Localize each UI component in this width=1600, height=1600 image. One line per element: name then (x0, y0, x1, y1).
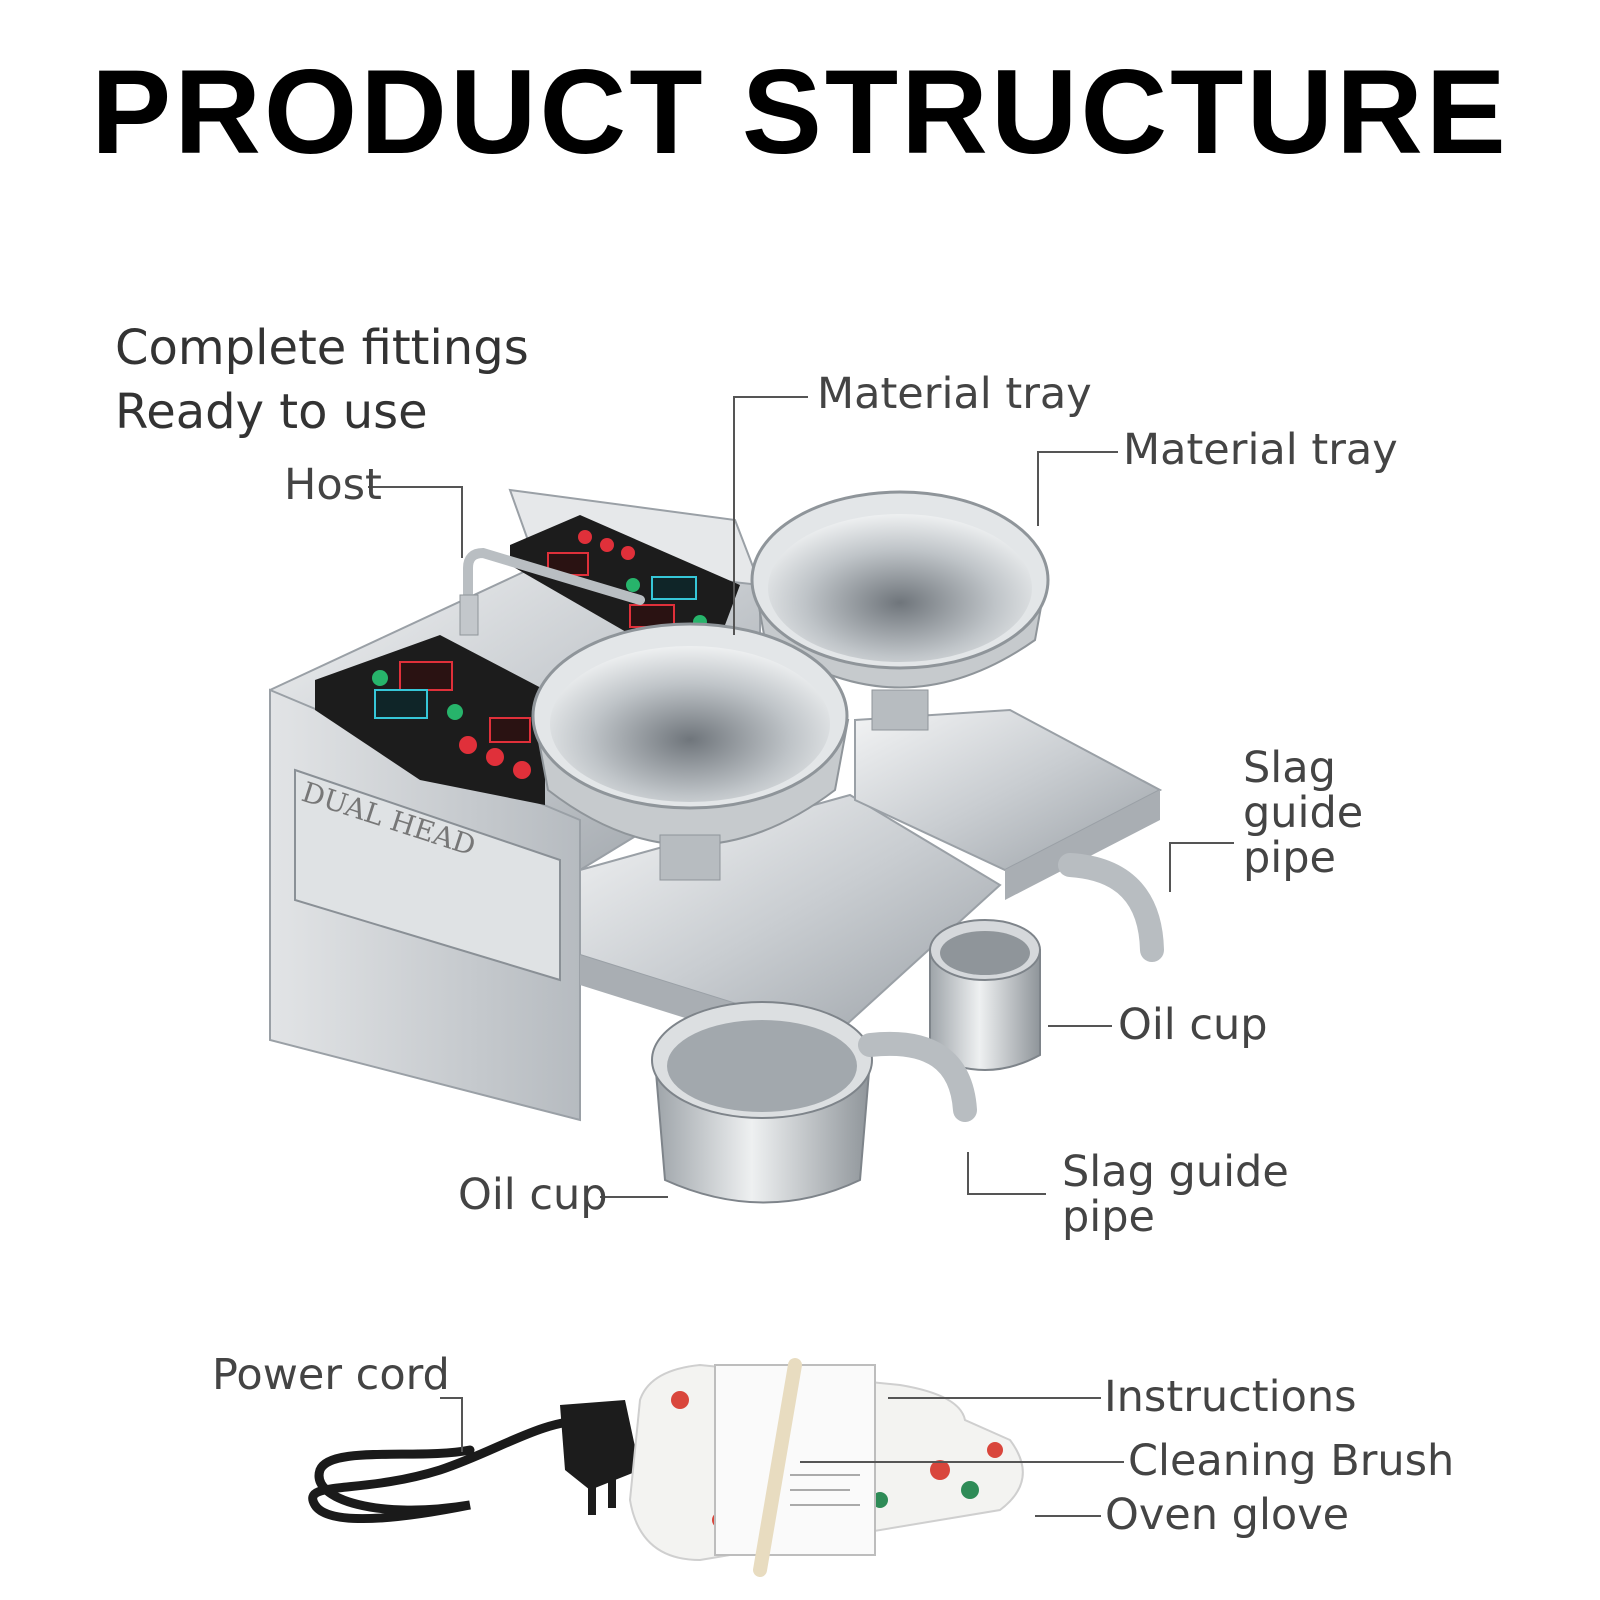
label-power-cord: Power cord (212, 1350, 450, 1400)
power-cord (308, 1400, 640, 1524)
slag-guide-pipe-front (858, 1031, 977, 1122)
label-slag-guide-pipe-right-line-3: pipe (1243, 833, 1336, 884)
label-slag-guide-pipe-right-line-1: Slag (1243, 743, 1336, 793)
material-tray-back (750, 490, 1050, 731)
intro-line-2: Ready to use (115, 384, 428, 440)
label-slag-guide-pipe-bottom: Slag guide pipe (1062, 1147, 1289, 1243)
label-slag-guide-pipe-right-line-2: guide (1243, 788, 1364, 839)
oil-cup-back (929, 919, 1041, 1071)
cleaning-brush (753, 1358, 802, 1577)
label-slag-guide-pipe-right: Slag guide pipe (1243, 743, 1364, 884)
label-oven-glove: Oven glove (1105, 1490, 1350, 1540)
leader-lines (368, 396, 1234, 1517)
label-instructions: Instructions (1104, 1372, 1357, 1422)
host-pipe (463, 547, 645, 635)
intro-line-1: Complete fittings (115, 320, 529, 376)
label-host: Host (284, 460, 382, 510)
press-platform-back (854, 708, 1163, 900)
label-slag-guide-pipe-bottom-line-1: Slag guide (1062, 1147, 1289, 1197)
label-oil-cup-right: Oil cup (1118, 1000, 1268, 1050)
intro-text: Complete fittings Ready to use (115, 316, 529, 444)
slag-guide-pipe-back (1058, 853, 1164, 962)
control-panel-front (315, 635, 545, 805)
label-material-tray-front: Material tray (817, 369, 1092, 419)
label-cleaning-brush: Cleaning Brush (1128, 1436, 1455, 1486)
page-title: PRODUCT STRUCTURE (91, 45, 1509, 179)
oil-cup-front (651, 1001, 873, 1204)
label-slag-guide-pipe-bottom-line-2: pipe (1062, 1192, 1155, 1243)
label-oil-cup-left: Oil cup (458, 1170, 608, 1220)
label-material-tray-back: Material tray (1123, 425, 1398, 475)
control-panel-back (510, 515, 740, 640)
material-tray-front (531, 622, 850, 881)
